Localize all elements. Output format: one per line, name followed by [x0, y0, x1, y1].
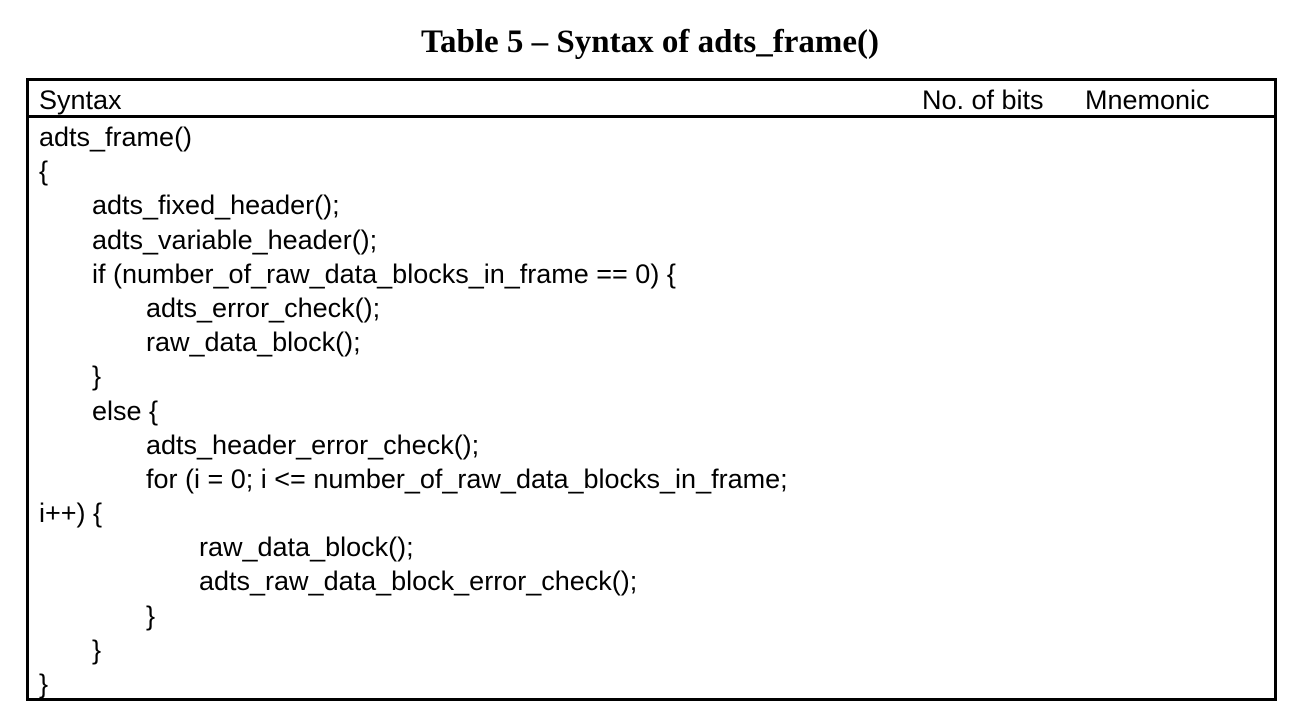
- code-line: else {: [92, 395, 159, 426]
- code-line: adts_frame(): [39, 122, 193, 152]
- syntax-table: Syntax No. of bits Mnemonic adts_frame()…: [26, 78, 1277, 701]
- code-line: adts_variable_header();: [92, 224, 378, 255]
- code-line: raw_data_block();: [146, 327, 361, 358]
- code-line: }: [146, 600, 156, 631]
- code-line: i++) {: [39, 498, 103, 529]
- code-line: adts_raw_data_block_error_check();: [199, 566, 638, 597]
- code-line: }: [92, 634, 102, 665]
- table-header-row: Syntax No. of bits Mnemonic: [29, 81, 1274, 118]
- code-line: adts_header_error_check();: [146, 429, 480, 460]
- code-line: if (number_of_raw_data_blocks_in_frame =…: [92, 258, 676, 289]
- syntax-code-body: adts_frame() { adts_fixed_header(); adts…: [39, 120, 1274, 701]
- code-line: {: [39, 156, 49, 187]
- header-mnemonic: Mnemonic: [1085, 85, 1210, 115]
- code-line: adts_error_check();: [146, 292, 381, 323]
- header-no-of-bits: No. of bits: [922, 85, 1044, 115]
- table-title: Table 5 – Syntax of adts_frame(): [420, 24, 880, 60]
- code-line: }: [92, 361, 102, 392]
- header-syntax: Syntax: [39, 85, 122, 115]
- code-line: raw_data_block();: [199, 532, 414, 563]
- code-line: }: [39, 669, 49, 699]
- code-line: adts_fixed_header();: [92, 190, 340, 221]
- code-line: for (i = 0; i <= number_of_raw_data_bloc…: [146, 463, 788, 494]
